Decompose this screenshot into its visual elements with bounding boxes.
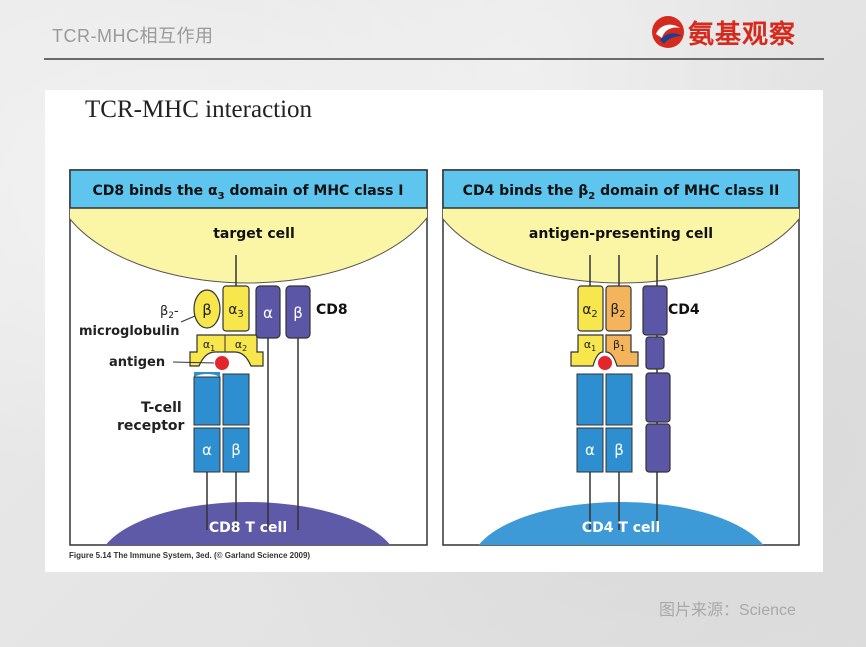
beta2-microglobulin-symbol: β [202, 301, 212, 319]
tcr-label-line2: receptor [117, 418, 185, 434]
mhc2-alpha1-domain [570, 334, 604, 367]
panel-left-header [69, 169, 428, 209]
antigen-presenting-cell-label: antigen-presenting cell [529, 226, 713, 242]
alpha3-domain [222, 285, 250, 332]
b2m-label-line2: microglobulin [79, 324, 179, 339]
tcr-beta-domain [222, 427, 250, 473]
tcr-right-beta-symbol: β [614, 441, 624, 459]
figure-caption: Figure 5.14 The Immune System, 3ed. (© G… [69, 551, 311, 560]
cd8-beta-chain [285, 285, 311, 339]
panel-right-header [442, 169, 800, 209]
tcr-beta-symbol: β [231, 441, 241, 459]
logo-mark-icon [652, 16, 684, 48]
alpha1-alpha2-domain [189, 334, 264, 367]
mhc2-alpha1-label: α1 [584, 338, 596, 353]
target-cell-label: target cell [213, 226, 295, 242]
slide-title: TCR-MHC interaction [85, 96, 313, 123]
membrane-stalks [206, 255, 299, 530]
mhc2-alpha2-label: α2 [582, 302, 598, 320]
cd8-beta-symbol: β [293, 304, 303, 322]
tcr-mhc-diagram: CD8 binds the α3 domain of MHC class I t… [69, 169, 800, 546]
antigen-peptide [213, 354, 231, 372]
cd8-alpha-chain [255, 285, 281, 339]
mhc2-beta1-label: β1 [613, 338, 625, 353]
cd8-t-cell-membrane [105, 502, 391, 545]
cd8-t-cell-label: CD8 T cell [209, 520, 287, 536]
tcr-alpha-constant-domain [193, 376, 221, 426]
panel-right-heading: CD4 binds the β2 domain of MHC class II [463, 183, 780, 202]
antigen-label: antigen [109, 355, 165, 370]
antigen-peptide-right [596, 354, 614, 372]
panel-mhc-class-i: CD8 binds the α3 domain of MHC class I t… [69, 169, 428, 546]
cd4-label: CD4 [668, 302, 700, 318]
panel-mhc-class-ii: CD4 binds the β2 domain of MHC class II … [442, 169, 800, 546]
b2m-label-line1: β2- [160, 304, 179, 321]
header-title: TCR-MHC相互作用 [52, 26, 214, 46]
header-divider [44, 58, 824, 60]
alpha2-label: α2 [235, 338, 247, 353]
cd4-molecule [642, 285, 671, 473]
tcr-label-line1: T-cell [141, 400, 182, 416]
cd8-alpha-symbol: α [263, 304, 273, 322]
tcr-alpha-symbol: α [202, 441, 212, 459]
mhc2-alpha2-domain [577, 285, 604, 332]
beta2-microglobulin-domain [193, 289, 221, 329]
cd4-t-cell-label: CD4 T cell [582, 520, 660, 536]
tcr-alpha-domain [193, 427, 221, 473]
image-source: 图片来源：Science [659, 602, 796, 619]
mhc2-beta2-label: β2 [610, 302, 625, 320]
alpha3-label: α3 [228, 302, 244, 320]
mhc2-beta2-domain [605, 285, 632, 332]
slide-figure: TCR-MHC interaction CD8 binds the α3 dom… [45, 90, 823, 572]
tcr-beta-constant-domain [222, 373, 250, 426]
tcr-right-alpha-symbol: α [585, 441, 595, 459]
panel-left-heading: CD8 binds the α3 domain of MHC class I [92, 183, 403, 202]
cd4-t-cell-membrane [478, 502, 764, 545]
mhc2-beta1-domain [605, 334, 639, 367]
tcr-right-alpha-constant-domain [576, 373, 604, 426]
tcr-right-beta-constant-domain [605, 373, 633, 426]
cd8-label: CD8 [316, 302, 348, 318]
tcr-right-alpha-domain [576, 427, 604, 473]
brand-logo: 氨基观察 [650, 12, 825, 52]
logo-text: 氨基观察 [688, 19, 797, 50]
tcr-right-beta-domain [605, 427, 633, 473]
alpha1-label: α1 [203, 338, 215, 353]
